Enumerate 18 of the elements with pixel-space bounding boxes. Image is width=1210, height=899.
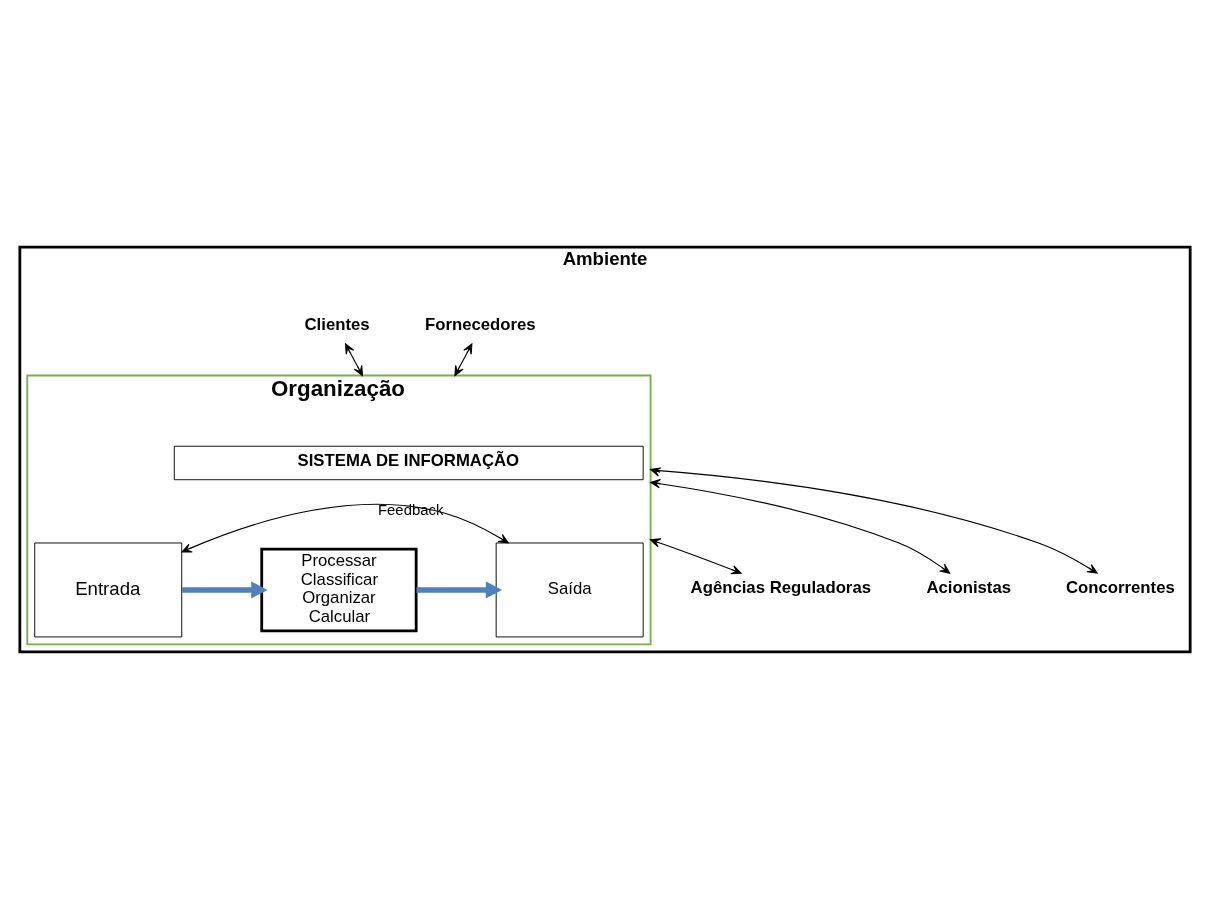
node-text: Agências Reguladoras xyxy=(690,578,872,598)
arrow xyxy=(650,467,1098,574)
node-box: SISTEMA DE INFORMAÇÃO xyxy=(173,445,644,481)
node-text: Fornecedores xyxy=(424,315,536,335)
node-text: Clientes xyxy=(304,315,370,335)
node-box: Entrada xyxy=(34,542,183,638)
arrow xyxy=(454,343,473,377)
arrow xyxy=(650,538,742,575)
arrow xyxy=(416,581,503,599)
node-text: Acionistas xyxy=(926,578,1012,598)
edge-label: Feedback xyxy=(378,501,444,518)
arrow xyxy=(650,478,951,574)
node-text: Concorrentes xyxy=(1065,578,1175,598)
arrow xyxy=(181,503,509,553)
node-box: Saída xyxy=(495,542,644,638)
node-box: Processar Classificar Organizar Calcular xyxy=(260,547,418,633)
arrow xyxy=(182,581,268,599)
arrow xyxy=(345,343,363,377)
